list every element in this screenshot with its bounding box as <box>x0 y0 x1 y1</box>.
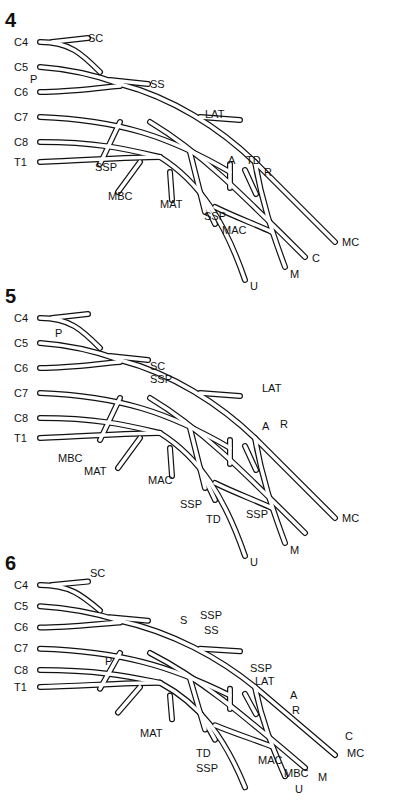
nerve-label: SSP <box>200 610 222 621</box>
nerve-label: U <box>250 557 258 568</box>
nerve-label: M <box>290 269 299 280</box>
nerve-label: SS <box>150 79 165 90</box>
root-label: C5 <box>14 62 28 73</box>
nerve-label: MC <box>342 237 359 248</box>
root-label: C5 <box>14 601 28 612</box>
nerve-label: MAT <box>140 728 162 739</box>
nerve-label: LAT <box>255 676 274 687</box>
nerve-label: MAC <box>148 475 172 486</box>
nerve-label: SSP <box>95 162 117 173</box>
nerve-label: R <box>264 167 272 178</box>
nerve-label: S <box>180 615 187 626</box>
root-label: C6 <box>14 622 28 633</box>
nerve-label: TD <box>206 514 221 525</box>
root-label: C6 <box>14 363 28 374</box>
nerve-label: MBC <box>58 453 82 464</box>
root-label: T1 <box>14 682 27 693</box>
root-label: C4 <box>14 313 28 324</box>
root-label: C8 <box>14 137 28 148</box>
root-label: C4 <box>14 37 28 48</box>
nerve-label: SC <box>150 361 165 372</box>
root-label: C4 <box>14 580 28 591</box>
root-label: C8 <box>14 665 28 676</box>
nerve-label: SSP <box>204 211 226 222</box>
figure-number: 4 <box>5 10 16 30</box>
nerve-label: M <box>318 772 327 783</box>
nerve-label: P <box>30 74 37 85</box>
nerve-label: P <box>55 328 62 339</box>
nerve-label: MAT <box>84 466 106 477</box>
nerve-label: U <box>295 784 303 795</box>
nerve-label: R <box>292 705 300 716</box>
nerve-label: SSP <box>150 374 172 385</box>
nerve-label: SC <box>88 33 103 44</box>
figure-number: 6 <box>5 553 16 573</box>
nerve-label: TD <box>196 748 211 759</box>
nerve-label: SSP <box>246 509 268 520</box>
figure-number: 5 <box>5 286 16 306</box>
nerve-label: R <box>280 419 288 430</box>
nerve-label: SSP <box>180 499 202 510</box>
nerve-label: A <box>290 690 297 701</box>
nerve-label: LAT <box>205 109 224 120</box>
nerve-label: C <box>345 731 353 742</box>
nerve-label: SC <box>90 568 105 579</box>
nerve-label: MC <box>347 748 364 759</box>
nerve-label: P <box>105 656 112 667</box>
nerve-label: U <box>250 281 258 292</box>
root-label: C7 <box>14 112 28 123</box>
nerve-label: MAT <box>160 199 182 210</box>
nerve-label: A <box>228 155 235 166</box>
root-label: C8 <box>14 413 28 424</box>
nerve-label: SSP <box>250 663 272 674</box>
nerve-label: MBC <box>284 768 308 779</box>
nerve-label: TD <box>246 155 261 166</box>
nerve-label: C <box>312 253 320 264</box>
root-label: C6 <box>14 87 28 98</box>
nerve-label: MC <box>342 513 359 524</box>
nerve-label: M <box>290 545 299 556</box>
root-label: T1 <box>14 433 27 444</box>
root-label: C7 <box>14 643 28 654</box>
root-label: C5 <box>14 338 28 349</box>
nerve-label: MBC <box>108 191 132 202</box>
root-label: C7 <box>14 388 28 399</box>
nerve-label: SSP <box>196 763 218 774</box>
nerve-label: LAT <box>262 383 281 394</box>
root-label: T1 <box>14 157 27 168</box>
nerve-label: A <box>262 421 269 432</box>
nerve-label: SS <box>204 625 219 636</box>
nerve-label: MAC <box>222 225 246 236</box>
nerve-label: MAC <box>258 755 282 766</box>
